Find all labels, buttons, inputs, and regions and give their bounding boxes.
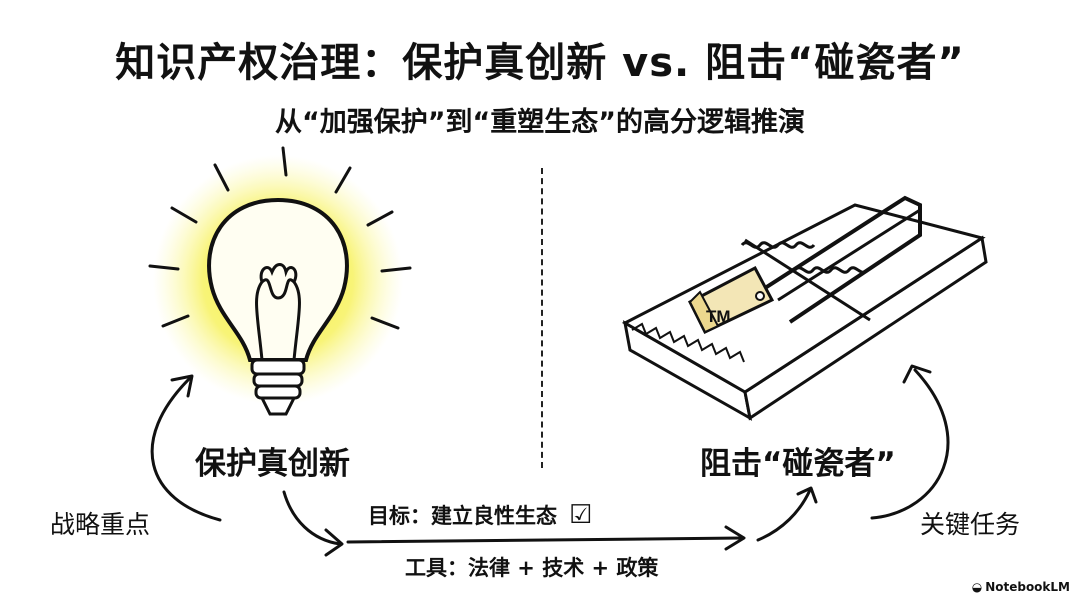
cheese-tm-label: TM <box>706 307 731 326</box>
goal-line: 目标：建立良性生态 ☑ <box>368 500 708 530</box>
page-title: 知识产权治理：保护真创新 vs. 阻击“碰瓷者” <box>115 40 965 86</box>
arrow-right-up <box>756 488 812 542</box>
center-divider <box>541 168 543 468</box>
bulb-rays <box>148 146 412 330</box>
note-key-task: 关键任务 <box>920 510 1021 539</box>
arrow-left-down <box>282 490 342 546</box>
bulb-filament <box>255 278 301 361</box>
lightbulb-icon <box>148 146 412 416</box>
arrow-right-curve <box>870 368 950 520</box>
goal-text: 目标：建立良性生态 <box>368 504 557 528</box>
note-strategic-focus: 战略重点 <box>50 510 151 539</box>
tools-text: 工具：法律 + 技术 + 政策 <box>405 556 659 580</box>
brand-text: NotebookLM <box>985 580 1070 594</box>
notebooklm-logo-icon: ◒ <box>971 580 983 594</box>
arrow-left-up <box>150 376 222 522</box>
concept-protect-innovation: 保护真创新 <box>195 446 350 482</box>
arrow-center <box>346 536 744 544</box>
concept-block-trolls: 阻击“碰瓷者” <box>700 446 896 482</box>
mousetrap-icon: TM <box>621 195 988 421</box>
page-subtitle: 从“加强保护”到“重塑生态”的高分逻辑推演 <box>275 107 805 138</box>
bulb-base <box>250 358 306 416</box>
brand-watermark: ◒ NotebookLM <box>972 580 1070 594</box>
cheese-icon: TM <box>687 265 775 334</box>
check-box-icon: ☑ <box>569 500 593 530</box>
